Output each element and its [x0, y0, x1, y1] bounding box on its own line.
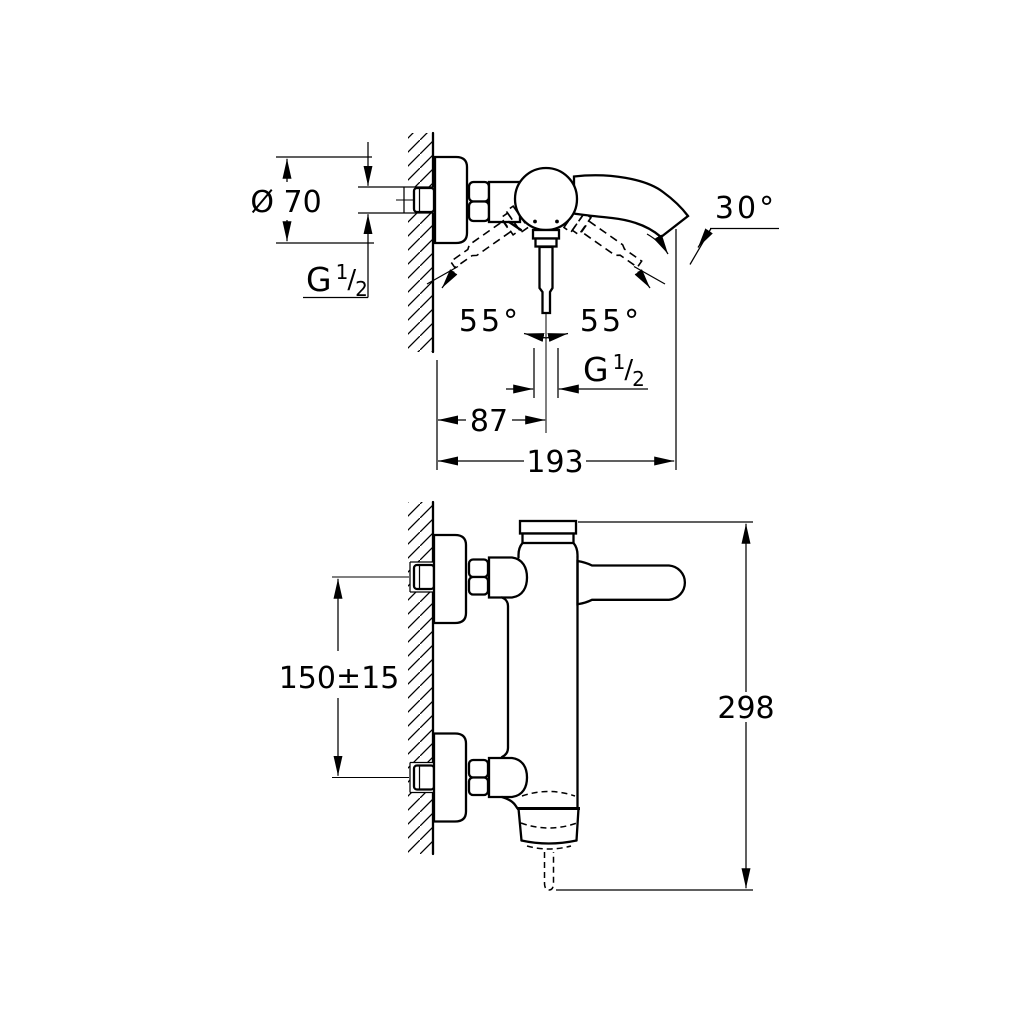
ball-joint-top	[487, 556, 529, 599]
dimension-193: 193	[438, 229, 677, 480]
water-stream	[543, 852, 555, 891]
label-dia-70: Ø 70	[250, 185, 321, 220]
lever-plan	[531, 228, 561, 433]
top-inlet-connection	[332, 533, 529, 625]
dimension-spout-angle: 30°	[646, 191, 779, 265]
bottom-inlet-connection	[332, 732, 529, 823]
side-view: 150±15 298	[279, 500, 775, 891]
mixer-body-side	[500, 519, 686, 810]
label-87: 87	[470, 404, 508, 439]
screw-dot-right	[555, 219, 559, 224]
label-55-left: 55°	[459, 304, 521, 339]
dimension-150: 150±15	[279, 578, 400, 776]
wall-hatch-side	[408, 502, 433, 854]
dimension-87: 87	[436, 360, 546, 470]
dimension-escutcheon-diameter: Ø 70	[250, 156, 374, 244]
cartridge-dome	[513, 166, 579, 232]
dimension-298: 298	[556, 521, 775, 891]
lever-side	[576, 559, 686, 606]
wall-section	[408, 131, 435, 354]
label-193: 193	[526, 445, 583, 480]
dimension-swivel-angles: 55° 55°	[426, 265, 666, 342]
label-30: 30°	[715, 191, 777, 226]
wall-section-side	[408, 500, 435, 856]
label-298: 298	[717, 691, 774, 726]
label-150: 150±15	[279, 661, 400, 696]
wall-thread-pipe	[358, 186, 436, 214]
body-cap	[518, 519, 578, 535]
label-55-right: 55°	[580, 304, 642, 339]
spout-outlet-side	[517, 790, 580, 891]
spout-plan	[572, 174, 690, 239]
escutcheon-top	[432, 533, 468, 625]
ball-joint-bottom	[487, 756, 529, 799]
hex-nut	[467, 180, 491, 223]
screw-dot-left	[533, 219, 537, 224]
escutcheon-plate	[433, 155, 469, 245]
escutcheon-bottom	[432, 732, 468, 823]
wall-hatch	[408, 133, 433, 352]
